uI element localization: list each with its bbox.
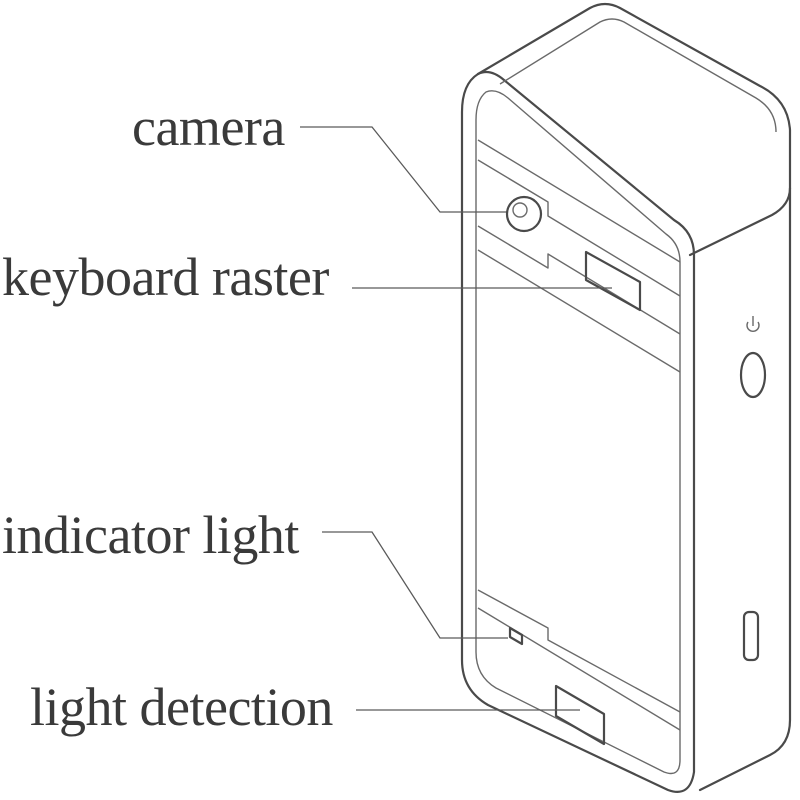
device-side-face xyxy=(698,186,792,792)
lower-band-bottom xyxy=(477,607,681,731)
camera-label: camera xyxy=(132,97,285,157)
device-front-outer xyxy=(460,70,696,793)
upper-band-top xyxy=(477,139,681,263)
light-detection-window xyxy=(554,684,606,746)
keyboard-raster-label: keyboard raster xyxy=(2,247,329,307)
usb-port xyxy=(742,610,760,662)
indicator-light-label: indicator light xyxy=(2,505,299,565)
camera-lens xyxy=(505,195,543,233)
upper-band-low xyxy=(477,225,681,335)
device-top-face xyxy=(476,2,792,257)
lower-band-top xyxy=(477,589,681,713)
device-front-inner xyxy=(475,90,681,775)
device-body xyxy=(460,2,792,793)
leader-indicator-light xyxy=(322,531,508,639)
upper-band-mid xyxy=(477,159,681,297)
power-button xyxy=(739,351,767,399)
leader-camera xyxy=(300,126,506,213)
keyboard-raster-window xyxy=(584,250,642,312)
power-icon xyxy=(746,316,760,332)
device-top-edge xyxy=(499,18,777,133)
light-detection-label: light detection xyxy=(30,677,333,737)
front-panel-bands xyxy=(477,139,681,731)
upper-band-bottom xyxy=(477,249,681,373)
indicator-light xyxy=(508,626,524,646)
